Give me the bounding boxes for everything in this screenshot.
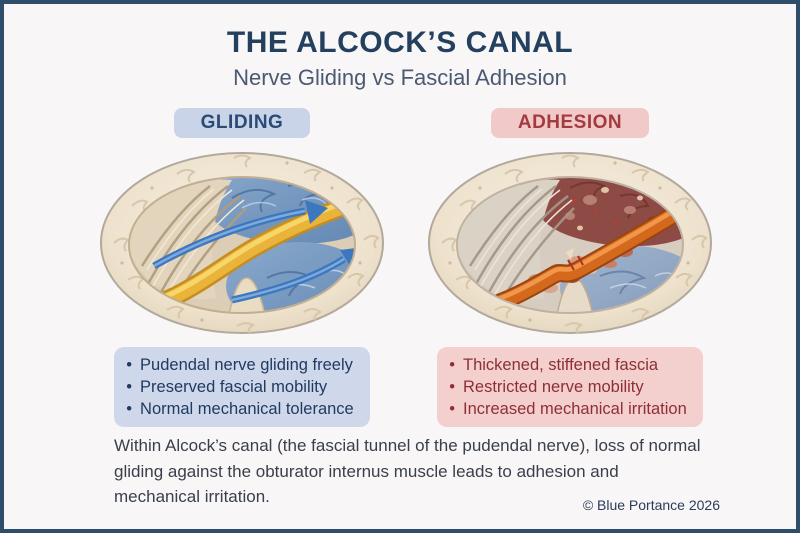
pudendal-nerve-irritated — [458, 195, 682, 312]
ring-fibrous-texture — [113, 154, 380, 334]
page-subtitle: Nerve Gliding vs Fascial Adhesion — [233, 65, 567, 90]
gliding-badge: GLIDING — [173, 108, 311, 138]
adhesion-column: ADHESION — [420, 108, 720, 428]
list-item: Preserved fascial mobility — [126, 376, 353, 398]
alcock-canal-gliding-illustration — [100, 152, 384, 334]
list-item: Pudendal nerve gliding freely — [126, 354, 353, 376]
list-item: Increased mechanical irritation — [449, 398, 687, 420]
ring-fibrous-texture — [441, 154, 708, 334]
adhesion-badge: ADHESION — [490, 108, 650, 138]
alcock-canal-adhesion-illustration — [428, 152, 712, 334]
page-title: THE ALCOCK’S CANAL — [226, 26, 574, 59]
adhesion-bullet-list: Thickened, stiffened fascia Restricted n… — [437, 347, 703, 428]
explanation-paragraph: Within Alcock’s canal (the fascial tunne… — [114, 436, 701, 506]
list-item: Thickened, stiffened fascia — [449, 354, 687, 376]
fascia-layer — [458, 179, 560, 300]
ring-speckles — [448, 161, 690, 322]
gliding-bullet-list: Pudendal nerve gliding freely Preserved … — [114, 347, 370, 428]
list-item: Restricted nerve mobility — [449, 376, 687, 398]
ring-speckles — [120, 161, 362, 322]
list-item: Normal mechanical tolerance — [126, 398, 354, 420]
irritation-marks — [567, 255, 584, 271]
gliding-column: GLIDING — [92, 108, 392, 428]
glide-arrow-icon-upper — [152, 200, 328, 270]
copyright-notice: © Blue Portance 2026 — [582, 497, 720, 513]
